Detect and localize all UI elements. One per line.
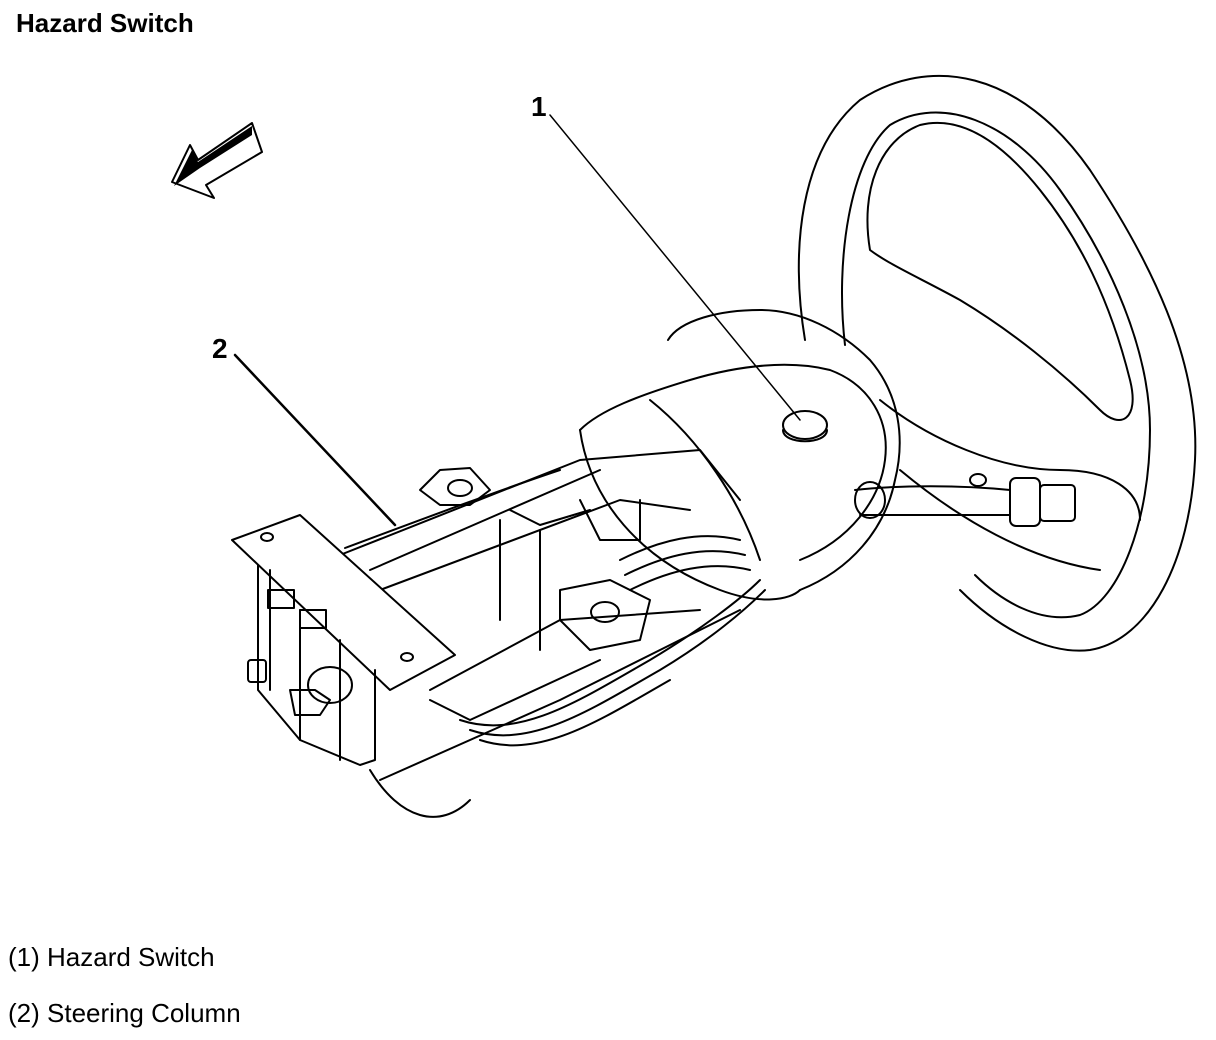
leader-line-1 [549,114,801,421]
leader-line-2 [233,353,397,527]
legend-item-hazard-switch: (1) Hazard Switch [8,942,215,972]
direction-arrow-icon [171,122,263,199]
column-shroud [579,309,901,601]
callout-label-1: 1 [531,91,547,122]
diagram-title: Hazard Switch [16,8,194,38]
steering-wheel [797,74,1197,652]
turn-signal-lever [854,473,1076,527]
steering-column [339,449,766,818]
callout-label-2: 2 [212,333,228,364]
steering-column-illustration [171,74,1197,818]
legend-item-steering-column: (2) Steering Column [8,998,241,1028]
mounting-bracket [231,514,456,766]
